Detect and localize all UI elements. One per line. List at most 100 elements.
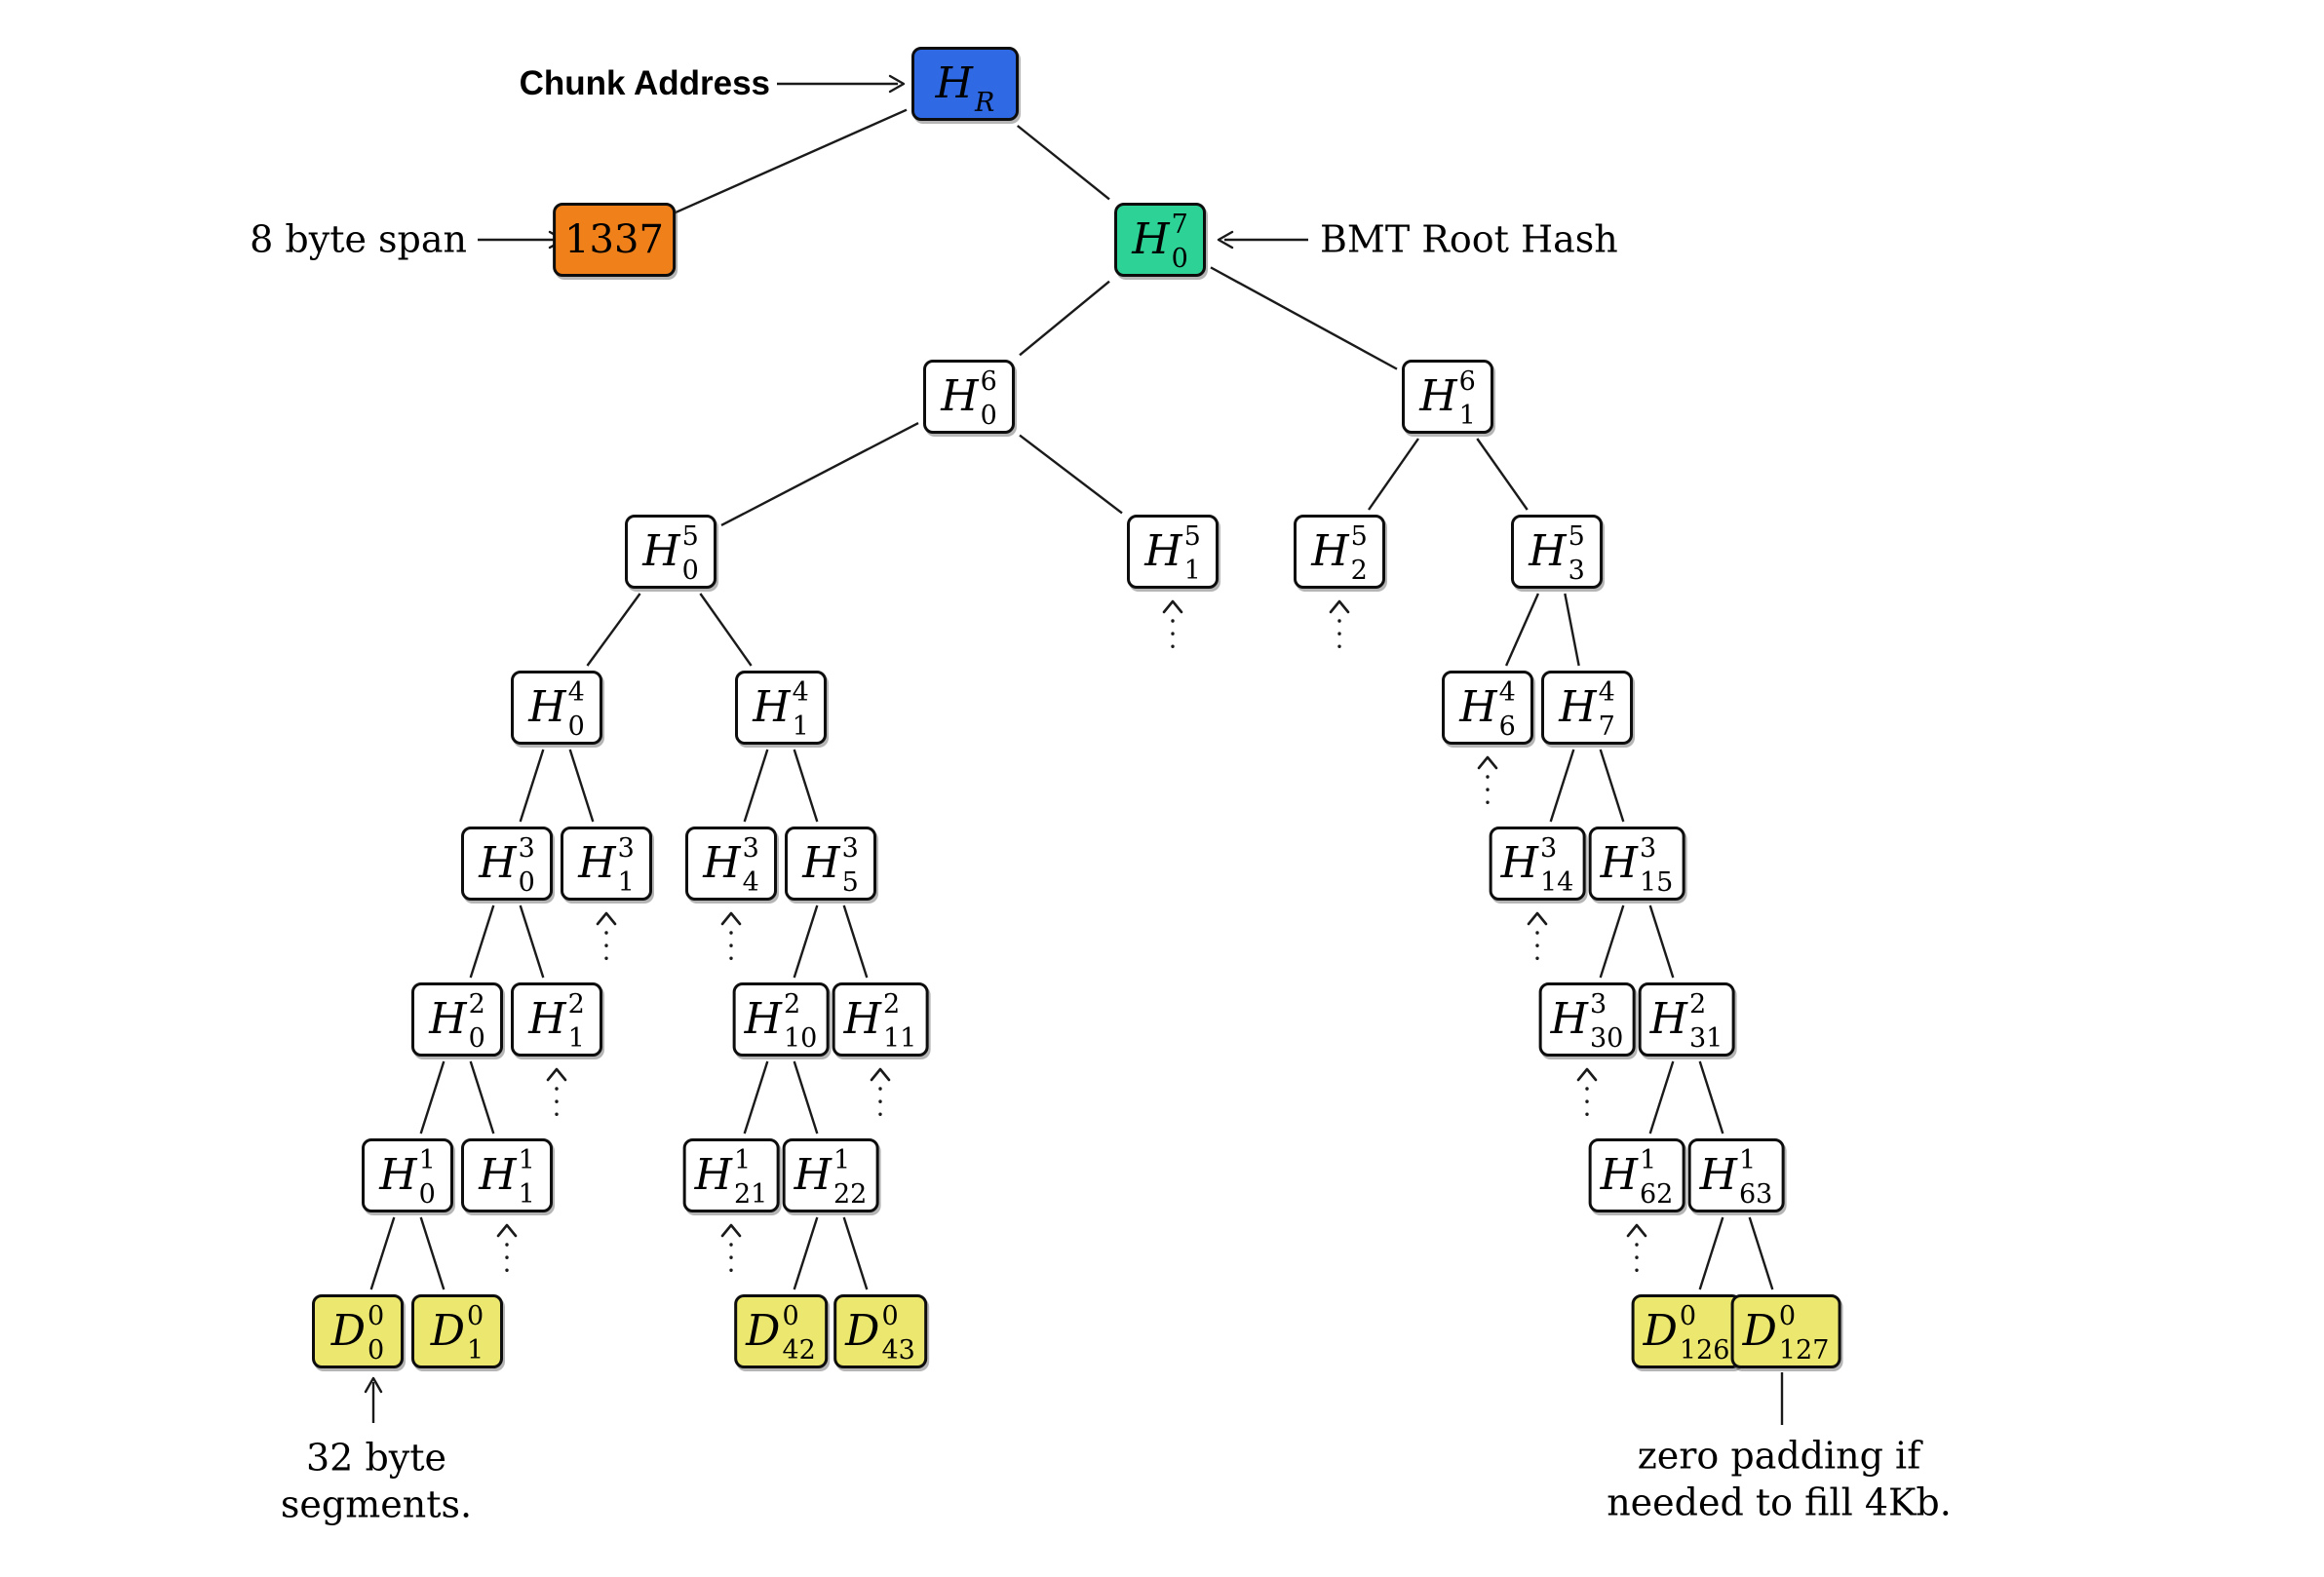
edge-H14-H53 xyxy=(793,749,819,823)
edge-H102-H211 xyxy=(743,1060,769,1135)
tree-node-SPAN: 1337 xyxy=(553,203,676,277)
node-letter: H xyxy=(1550,994,1589,1044)
node-letter: H xyxy=(479,1150,517,1200)
edge-H221-D43 xyxy=(842,1216,869,1290)
padding-note: zero padding if needed to fill 4Kb. xyxy=(1607,1434,1952,1526)
edge-H53-H102 xyxy=(793,904,819,979)
edge-H07-H16 xyxy=(1210,266,1398,370)
edge-H53-H112 xyxy=(842,904,869,979)
edge-H16-H35 xyxy=(1476,438,1529,511)
node-letter: H xyxy=(528,994,566,1044)
edge-H35-H74 xyxy=(1564,593,1580,667)
edge-H102-H221 xyxy=(793,1060,819,1135)
edge-H01-D0 xyxy=(369,1216,396,1290)
edge-H01-D1 xyxy=(419,1216,445,1290)
edge-H16-H25 xyxy=(1368,438,1419,511)
edge-H05-H04 xyxy=(586,593,641,667)
edge-H312-H621 xyxy=(1648,1060,1675,1135)
edge-H35-H64 xyxy=(1504,593,1540,667)
edge-H312-H631 xyxy=(1698,1060,1724,1135)
node-letter: H xyxy=(1132,214,1170,264)
node-letter: H xyxy=(1699,1150,1738,1200)
node-letter: H xyxy=(1144,526,1182,576)
dotted-up-arrow-icon xyxy=(870,1067,891,1082)
arrowhead-icon xyxy=(888,74,906,94)
node-letter: H xyxy=(1419,371,1457,421)
dotted-up-arrow-icon xyxy=(720,1223,742,1238)
edge-HR-H07 xyxy=(1017,125,1110,201)
node-letter: H xyxy=(429,994,467,1044)
node-letter: H xyxy=(1529,526,1567,576)
edge-H03-H12 xyxy=(519,904,545,979)
segments-note-line2: segments. xyxy=(280,1482,473,1525)
node-letter: H xyxy=(744,994,783,1044)
node-letter: H xyxy=(1459,682,1497,732)
byte-span-label: 8 byte span xyxy=(250,217,467,261)
node-letter: H xyxy=(479,838,517,888)
node-letter: H xyxy=(1311,526,1349,576)
node-letter: H xyxy=(578,838,616,888)
segments-note: 32 byte segments. xyxy=(281,1436,472,1528)
dotted-up-arrow-icon xyxy=(720,911,742,926)
edge-H07-H06 xyxy=(1019,280,1110,357)
edge-H04-H03 xyxy=(519,749,545,823)
chunk-address-label: Chunk Address xyxy=(519,64,770,103)
dotted-up-arrow-icon xyxy=(596,911,617,926)
edge-H05-H14 xyxy=(699,593,753,667)
dotted-up-arrow-icon xyxy=(1477,755,1498,770)
edge-H74-H153 xyxy=(1599,749,1625,823)
bmt-root-hash-label: BMT Root Hash xyxy=(1320,217,1618,261)
edge-H03-H02 xyxy=(469,904,495,979)
edge-H153-H312 xyxy=(1648,904,1675,979)
node-letter: H xyxy=(794,1150,833,1200)
node-letter: D xyxy=(430,1306,466,1356)
node-letter: H xyxy=(935,58,974,108)
dotted-up-arrow-icon xyxy=(546,1067,567,1082)
node-letter: D xyxy=(1742,1306,1777,1356)
node-letter: H xyxy=(941,371,979,421)
node-letter: H xyxy=(802,838,840,888)
arrowhead-icon xyxy=(364,1376,383,1394)
node-letter: H xyxy=(1559,682,1597,732)
edge-H06-H15 xyxy=(1019,434,1123,515)
node-letter: H xyxy=(1649,994,1688,1044)
edge-H153-H303 xyxy=(1599,904,1625,979)
node-letter: H xyxy=(1600,838,1639,888)
dotted-up-arrow-icon xyxy=(1626,1223,1647,1238)
padding-note-line1: zero padding if xyxy=(1637,1434,1921,1478)
node-letter: H xyxy=(528,682,566,732)
segments-note-line1: 32 byte xyxy=(306,1436,446,1480)
edge-H04-H13 xyxy=(568,749,595,823)
edge-H221-D42 xyxy=(793,1216,819,1290)
